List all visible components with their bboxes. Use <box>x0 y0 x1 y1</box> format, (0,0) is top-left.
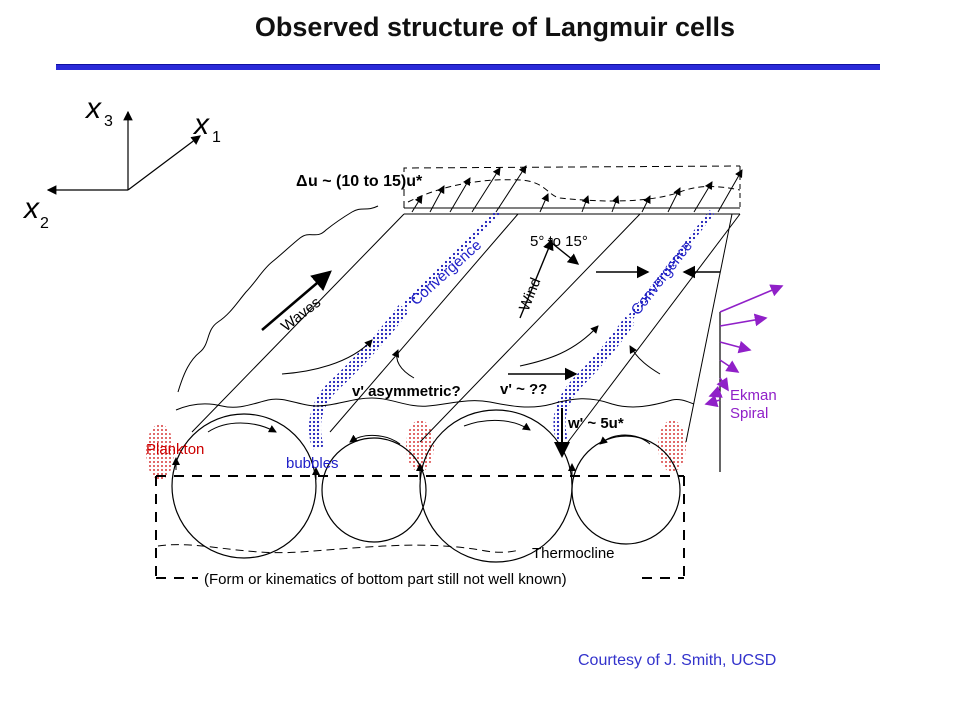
title-underline <box>56 64 880 70</box>
slide-title: Observed structure of Langmuir cells <box>254 12 736 42</box>
x3-subscript: 3 <box>104 113 113 130</box>
surface-plane <box>403 165 741 215</box>
delta-u-label: u ~ (10 to 15)u* <box>308 173 423 190</box>
coordinate-axes <box>46 110 201 195</box>
credit-text: Courtesy of J. Smith, UCSD <box>578 652 777 669</box>
x2-label: x <box>22 192 40 225</box>
thermocline-box <box>155 475 685 579</box>
convergence-label-right: Convergence <box>628 238 696 319</box>
x1-label: x <box>192 108 210 141</box>
thermocline-line <box>157 544 521 554</box>
ekman-label-line1: Ekman <box>730 387 777 404</box>
v-asymmetric-label: v' asymmetric? <box>352 383 461 400</box>
mid-layer-flow-arrows <box>281 325 661 379</box>
wind-label: Wind <box>516 275 545 313</box>
bubbles-label: bubbles <box>286 455 339 472</box>
x2-subscript: 2 <box>40 215 49 232</box>
x1-axis <box>127 135 201 191</box>
x3-label: x <box>84 92 102 125</box>
circulation-cells <box>171 409 681 563</box>
bubble-plume-right <box>553 316 635 442</box>
plankton-label: Plankton <box>146 441 204 458</box>
velocity-profile-arrows <box>411 165 743 213</box>
wavy-surface-edge <box>177 205 379 393</box>
bottom-note: (Form or kinematics of bottom part still… <box>204 571 567 588</box>
convergence-band-right <box>627 210 715 320</box>
bubble-plume-left <box>309 304 409 450</box>
perspective-lines <box>191 213 741 443</box>
delta-symbol: Δ <box>296 173 308 190</box>
ekman-label-line2: Spiral <box>730 405 768 422</box>
plankton-patches <box>146 420 686 480</box>
angle-label: 5° to 15° <box>530 233 588 250</box>
thermocline-label: Thermocline <box>532 545 615 562</box>
w-prime-label: w' ~ 5u* <box>567 415 624 432</box>
convergence-label-left: Convergence <box>407 237 485 309</box>
x1-subscript: 1 <box>212 129 221 146</box>
waves-label: Waves <box>278 294 324 335</box>
cell-rotation-arrows <box>172 419 651 480</box>
angle-arrows <box>519 238 580 319</box>
convergence-band-left <box>401 209 501 309</box>
waves-arrow <box>261 270 332 331</box>
sea-surface-line <box>175 397 695 411</box>
ekman-spiral-arrows <box>704 284 784 408</box>
v-unknown-label: v' ~ ?? <box>500 381 547 398</box>
